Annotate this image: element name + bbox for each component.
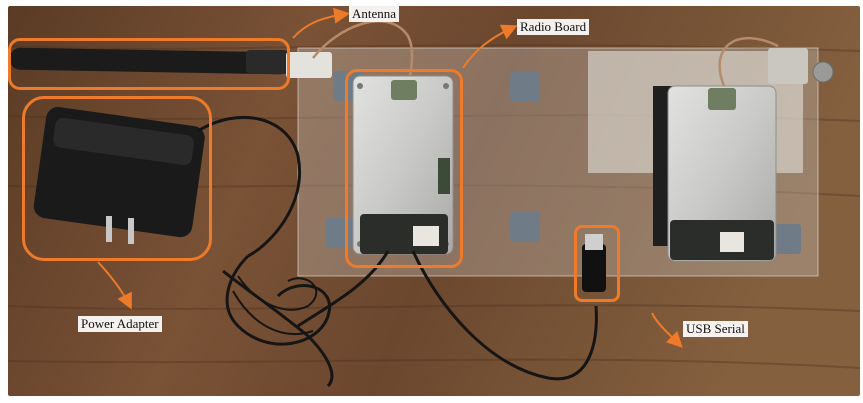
usb-serial-label: USB Serial [683, 321, 748, 337]
usb-serial-highlight [574, 225, 620, 302]
power-adapter-highlight [22, 96, 212, 261]
antenna-highlight [8, 38, 290, 90]
radio-board-highlight [345, 69, 463, 268]
antenna-label: Antenna [349, 6, 400, 22]
radio-board-label: Radio Board [517, 19, 590, 35]
power-adapter-label: Power Adapter [78, 316, 162, 332]
